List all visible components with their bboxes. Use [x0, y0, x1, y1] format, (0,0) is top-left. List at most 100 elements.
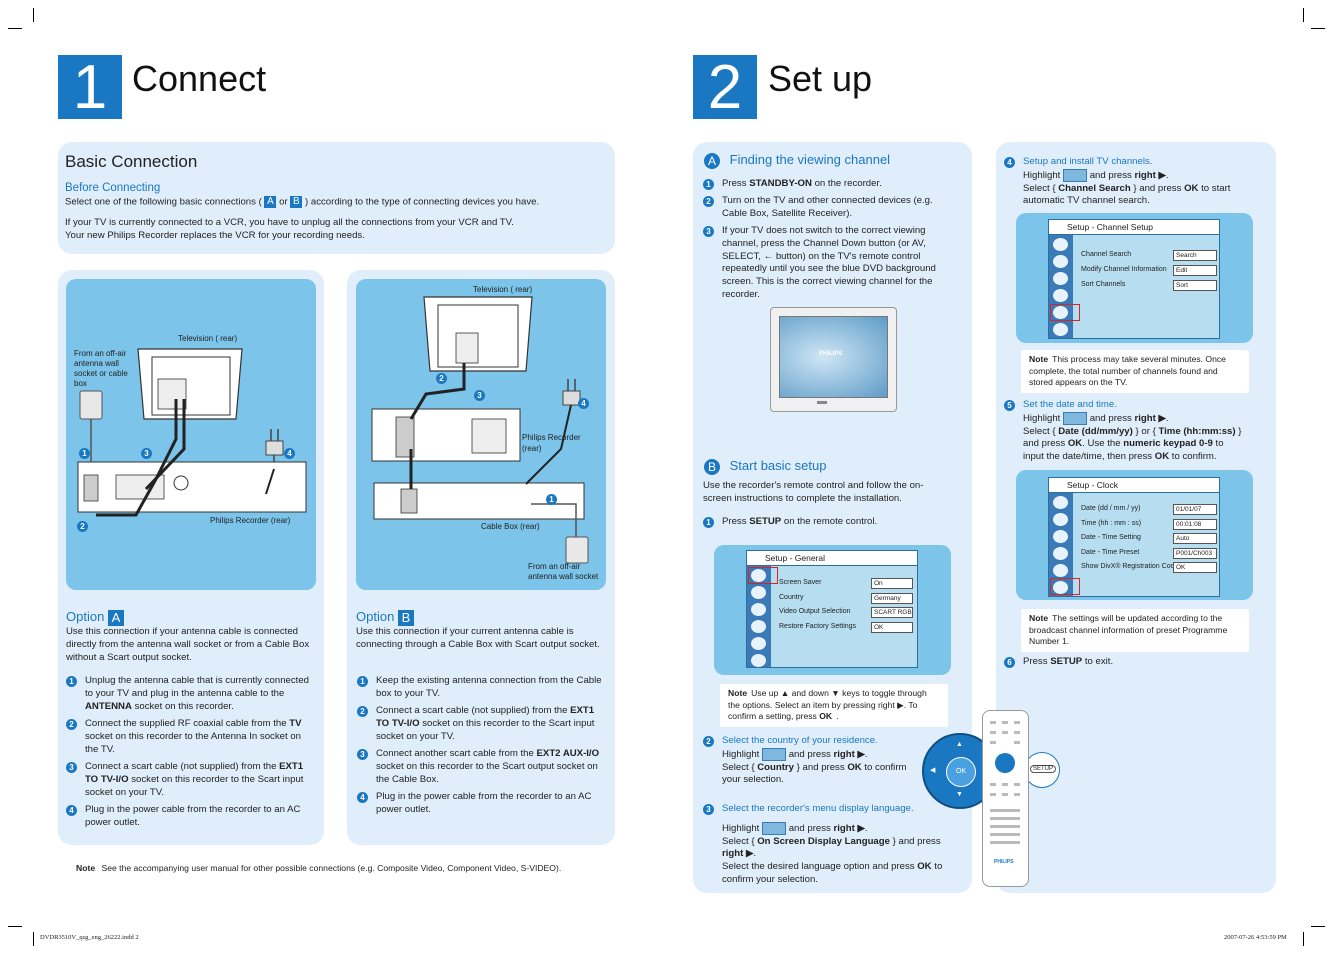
preference-icon [762, 821, 787, 835]
osd-row-label[interactable]: Show DivX® Registration Code [1081, 563, 1179, 570]
basic-connection-panel: Basic Connection Before Connecting Selec… [58, 142, 615, 254]
audio-icon[interactable] [1053, 530, 1068, 543]
osd-row-value[interactable]: OK [871, 621, 913, 633]
gear-icon[interactable] [1053, 238, 1068, 251]
remote-logo: PHILIPS [994, 859, 1014, 865]
osd-row-label[interactable]: Date - Time Setting [1081, 534, 1141, 541]
option-a-intro: Use this connection if your antenna cabl… [66, 626, 310, 663]
step-text: Connect a scart cable (not supplied) fro… [85, 761, 304, 798]
step-text: Connect another scart cable from the EXT… [376, 748, 600, 785]
clock-icon[interactable] [1053, 581, 1068, 594]
option-a-antenna-label: From an off-air antenna wall socket or c… [74, 349, 128, 388]
diagram-marker-3: 3 [141, 448, 152, 459]
osd-row-value[interactable]: Edit [1173, 265, 1217, 276]
osd-row-value[interactable]: On [871, 578, 913, 589]
osd-row-label[interactable]: Country [779, 593, 804, 601]
preference-icon[interactable] [1053, 547, 1068, 560]
step-number: 4 [357, 792, 368, 803]
audio-icon[interactable] [751, 603, 766, 616]
before-connecting-heading: Before Connecting [65, 182, 161, 194]
tv-screen [779, 316, 888, 398]
before-connecting-text: Select one of the following basic connec… [65, 196, 540, 208]
osd-row-value[interactable]: Auto [1173, 533, 1217, 544]
letter-a-badge: A [264, 196, 277, 208]
setup-button-callout[interactable]: SETUP [1024, 752, 1060, 788]
letter-b-badge: B [290, 196, 303, 208]
tv-power-button [817, 401, 827, 404]
clock-icon[interactable] [1053, 323, 1068, 336]
play-icon[interactable] [751, 586, 766, 599]
osd-row-value[interactable]: Germany [871, 592, 913, 604]
tv-icon[interactable] [751, 637, 766, 650]
osd-sidebar [1049, 235, 1073, 338]
basic-connection-heading: Basic Connection [65, 152, 198, 171]
osd-general-title: Setup - General [747, 551, 917, 566]
step-text: Plug in the power cable from the recorde… [85, 804, 301, 828]
down-arrow-icon[interactable]: ▼ [956, 791, 963, 798]
osd-row-label[interactable]: Date - Time Preset [1081, 548, 1140, 556]
crop-mark [1303, 8, 1304, 22]
clock-icon[interactable] [751, 654, 766, 667]
preference-icon[interactable] [751, 620, 766, 633]
option-a-badge: A [107, 609, 124, 626]
option-b-recorder-label: Philips Recorder (rear) [522, 433, 581, 453]
step-text: Press STANDBY-ON on the recorder. [722, 178, 882, 189]
option-a-recorder-label: Philips Recorder (rear) [210, 516, 291, 525]
part-b-step-1: 1 Press SETUP on the remote control. [703, 516, 953, 529]
play-icon[interactable] [1053, 513, 1068, 526]
step-item: 2 Connect the supplied RF coaxial cable f… [66, 718, 316, 756]
gear-icon[interactable] [1053, 496, 1068, 509]
osd-row-label[interactable]: Time (hh : mm : ss) [1081, 519, 1142, 527]
osd-clock-title: Setup - Clock [1049, 478, 1219, 493]
step-number: 1 [66, 676, 77, 687]
setup-button[interactable]: SETUP [1030, 765, 1057, 773]
osd-row-label[interactable]: Date (dd / mm / yy) [1081, 505, 1141, 512]
tv-icon [1063, 168, 1088, 182]
osd-row-value[interactable]: Sort [1173, 280, 1217, 291]
osd-row-value[interactable]: 01/01/07 [1173, 504, 1217, 515]
audio-icon[interactable] [1053, 272, 1068, 285]
preference-icon[interactable] [1053, 289, 1068, 302]
osd-row-value[interactable]: OK [1173, 562, 1217, 573]
up-arrow-icon[interactable]: ▲ [956, 741, 963, 748]
osd-row-label[interactable]: Modify Channel Information [1081, 266, 1167, 273]
osd-row-value[interactable]: SCART RGB [871, 607, 913, 618]
ok-button[interactable]: OK [946, 757, 976, 787]
osd-row-label[interactable]: Screen Saver [779, 579, 822, 586]
part-b-badge: B [704, 458, 720, 475]
option-b-intro: Use this connection if your current ante… [356, 626, 600, 650]
step-number: 3 [357, 749, 368, 760]
osd-row-label[interactable]: Sort Channels [1081, 281, 1126, 288]
step-text: Connect a scart cable (not supplied) fro… [376, 705, 595, 742]
preference-icon [762, 747, 787, 761]
step-text: Connect the supplied RF coaxial cable fr… [85, 718, 302, 755]
diagram-marker-4: 4 [578, 398, 589, 409]
option-a-heading: Option A [66, 609, 124, 626]
tv-icon[interactable] [1053, 306, 1068, 319]
section-title: Set up [768, 58, 873, 99]
selection-highlight [748, 567, 778, 584]
step-number: 2 [66, 719, 77, 730]
option-b-badge: B [397, 609, 414, 626]
osd-row-label[interactable]: Video Output Selection [779, 608, 851, 615]
part-a-badge: A [704, 152, 720, 169]
crop-mark [33, 932, 34, 946]
diagram-marker-2: 2 [77, 521, 88, 532]
option-a-illustration [77, 348, 307, 517]
osd-row-value[interactable]: Search [1173, 250, 1217, 261]
remote-nav-mini[interactable] [995, 753, 1015, 773]
osd-row-value[interactable]: P001/Ch003 [1173, 547, 1217, 559]
osd-row-value[interactable]: 00:01:08 [1173, 518, 1217, 530]
part-a-heading: A Finding the viewing channel [704, 152, 890, 169]
selection-highlight [1050, 578, 1080, 595]
left-arrow-icon[interactable]: ◀ [930, 767, 936, 774]
osd-row-label[interactable]: Restore Factory Settings [779, 622, 857, 630]
gear-icon[interactable] [751, 569, 766, 582]
osd-clock: Setup - Clock Date (dd / mm / yy) 01/01/0… [1048, 477, 1220, 597]
osd-row-label[interactable]: Channel Search [1081, 251, 1132, 258]
tv-icon[interactable] [1053, 564, 1068, 577]
play-icon[interactable] [1053, 255, 1068, 268]
